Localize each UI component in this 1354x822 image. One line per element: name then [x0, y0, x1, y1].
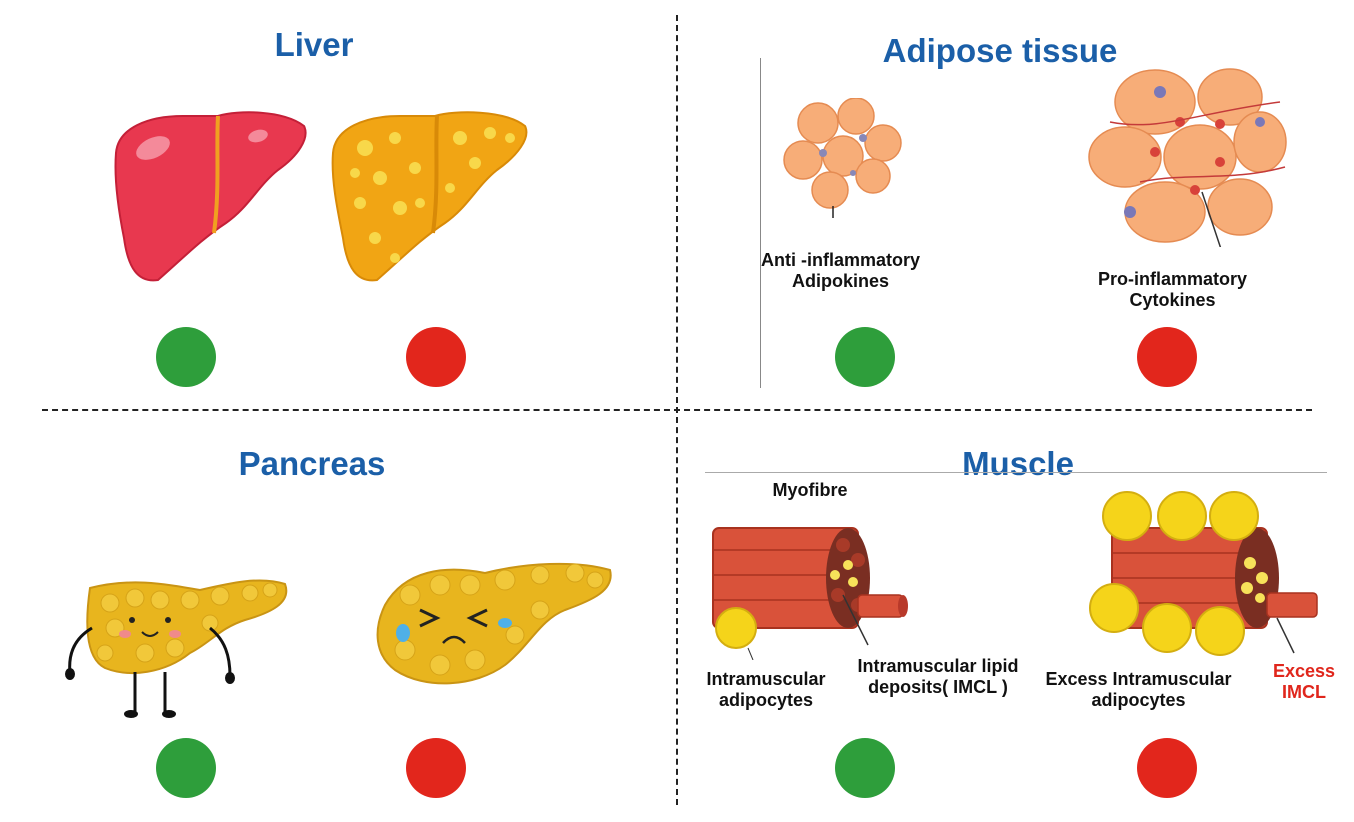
- myofibre-label: Myofibre: [772, 480, 848, 500]
- adipose-unhealthy-indicator: [1137, 327, 1197, 387]
- fatty-liver-icon: [331, 111, 528, 282]
- muscle-unhealthy-indicator: [1137, 738, 1197, 798]
- sad-pancreas-icon: [376, 562, 612, 685]
- happy-pancreas-icon: [65, 579, 288, 718]
- imcl-label: Intramuscular lipid deposits( IMCL ): [857, 656, 1019, 697]
- muscle-title: Muscle: [962, 445, 1074, 482]
- pancreas-unhealthy-indicator: [406, 738, 466, 798]
- inflamed-adipocyte-cluster-icon: [1088, 68, 1287, 247]
- horizontal-divider: [42, 409, 1312, 411]
- muscle-panel-line: [705, 472, 1327, 473]
- pro-inflammatory-label: Pro-inflammatory Cytokines: [1097, 269, 1248, 310]
- anti-inflammatory-label: Anti -inflammatory Adipokines: [760, 250, 920, 291]
- excess-adipocytes-label: Excess Intramuscular adipocytes: [1045, 669, 1232, 710]
- pancreas-title: Pancreas: [238, 445, 386, 482]
- liver-unhealthy-indicator: [406, 327, 466, 387]
- muscle-healthy-indicator: [835, 738, 895, 798]
- adipose-healthy-indicator: [835, 327, 895, 387]
- liver-healthy-indicator: [156, 327, 216, 387]
- adipose-panel-line: [760, 58, 761, 388]
- excess-imcl-label: Excess IMCL: [1272, 661, 1336, 702]
- liver-title: Liver: [274, 26, 354, 63]
- healthy-muscle-fibre-icon: [712, 527, 908, 660]
- adipose-title: Adipose tissue: [882, 32, 1118, 69]
- intramuscular-adipocytes-label: Intramuscular adipocytes: [706, 669, 826, 710]
- excess-fat-muscle-fibre-icon: [1089, 491, 1318, 656]
- healthy-liver-icon: [114, 111, 307, 282]
- pancreas-healthy-indicator: [156, 738, 216, 798]
- healthy-adipocyte-cluster-icon: [783, 98, 902, 218]
